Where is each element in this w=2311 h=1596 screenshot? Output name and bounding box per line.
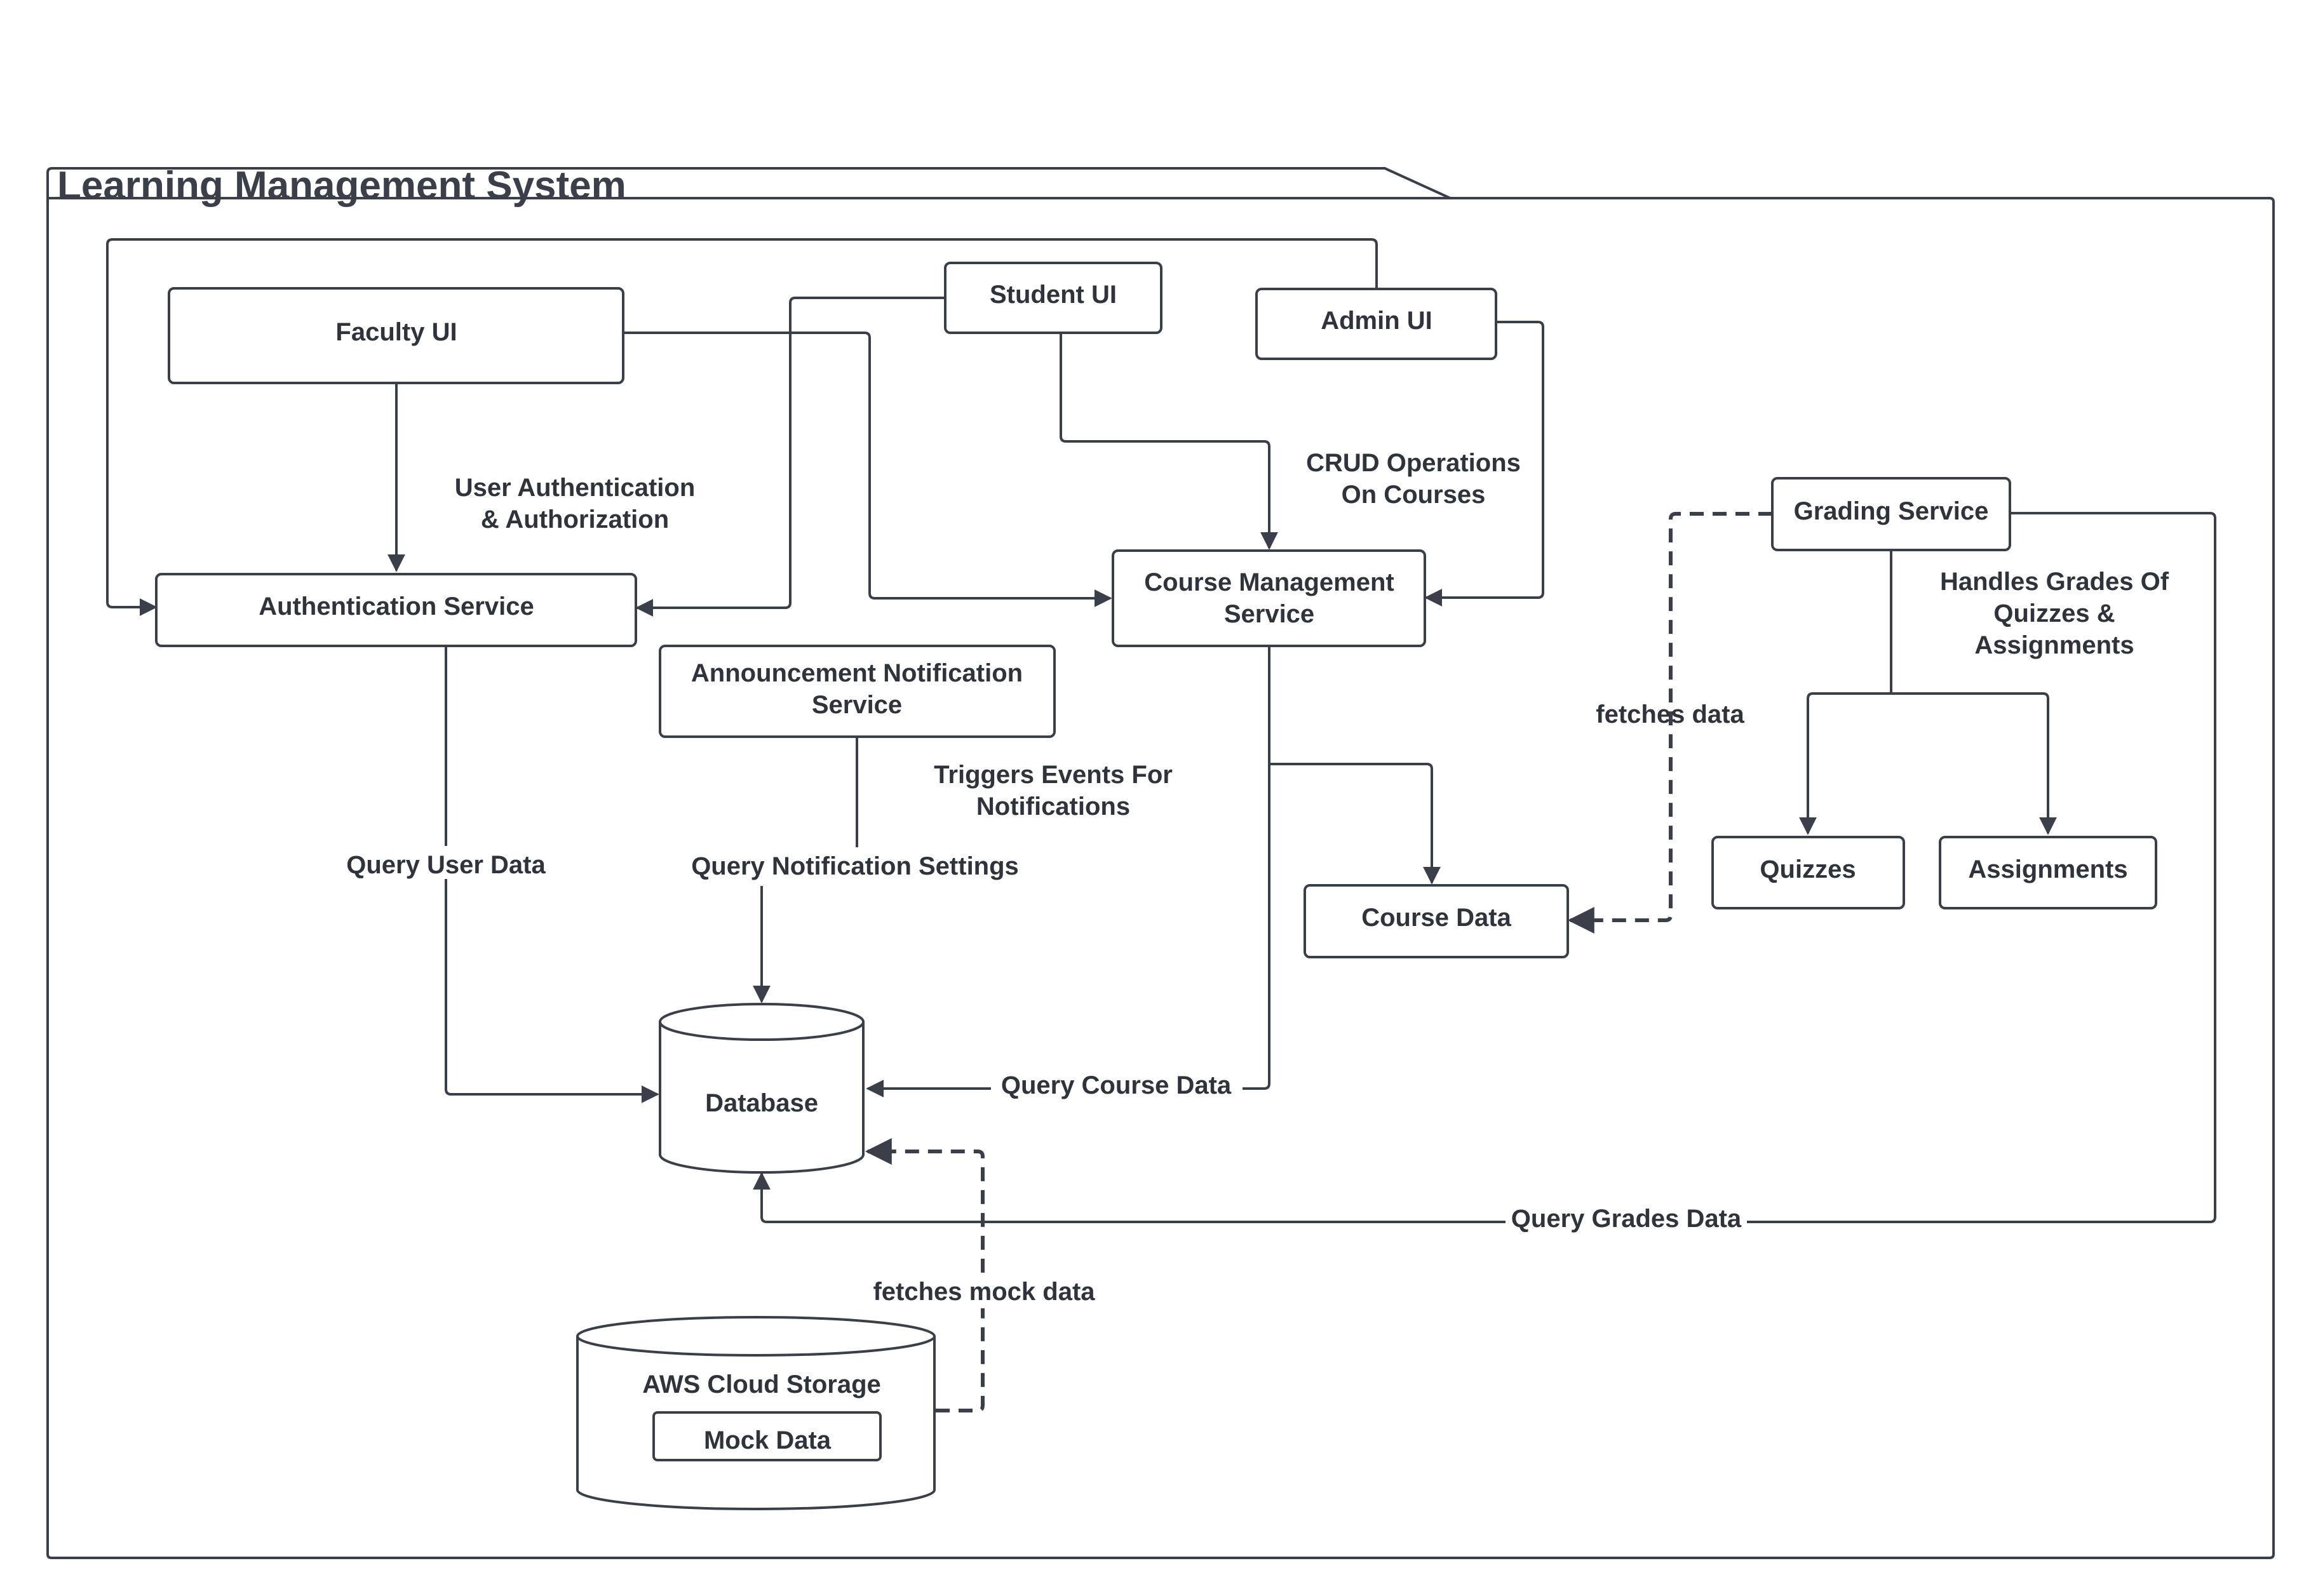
connector-student-to-course-mgmt	[1060, 333, 1278, 550]
label-handles-grades: Handles Grades Of Quizzes & Assignments	[1940, 568, 2169, 659]
connector-grading-to-assignments	[1891, 692, 2057, 835]
assignments-box[interactable]: Assignments	[1939, 836, 2157, 909]
grading-service-box[interactable]: Grading Service	[1771, 477, 2011, 551]
connector-grading-fetches-course-data	[1567, 512, 1772, 934]
authentication-service-box[interactable]: Authentication Service	[155, 573, 637, 647]
quizzes-box[interactable]: Quizzes	[1711, 836, 1905, 909]
label-user-auth: User Authentication & Authorization	[455, 474, 696, 533]
connector-auth-to-database	[445, 646, 659, 1103]
connector-course-mgmt-to-database	[866, 646, 1270, 1097]
svg-text:Query Course Data: Query Course Data	[1001, 1071, 1232, 1099]
system-title: Learning Management System	[57, 164, 626, 208]
svg-text:Course Management: Course Management	[1144, 568, 1394, 596]
label-crud-courses: CRUD Operations On Courses	[1306, 449, 1521, 509]
svg-text:Query Grades Data: Query Grades Data	[1511, 1205, 1742, 1233]
svg-text:fetches mock data: fetches mock data	[873, 1278, 1095, 1306]
connector-admin-to-course-mgmt	[1424, 321, 1544, 607]
label-query-user-data: Query User Data	[340, 846, 552, 879]
svg-text:Query Notification Settings: Query Notification Settings	[691, 852, 1019, 880]
svg-text:Grading Service: Grading Service	[1794, 497, 1989, 525]
student-ui-box[interactable]: Student UI	[944, 262, 1162, 334]
svg-text:Service: Service	[812, 691, 902, 719]
label-query-notification-settings: Query Notification Settings	[682, 847, 1028, 880]
faculty-ui-box[interactable]: Faculty UI	[168, 287, 624, 384]
connector-student-to-auth	[635, 297, 945, 617]
svg-text:Assignments: Assignments	[1968, 855, 2127, 883]
svg-text:Student UI: Student UI	[990, 281, 1117, 309]
aws-cloud-storage-cylinder[interactable]: AWS Cloud Storage Mock Data	[576, 1316, 936, 1510]
svg-text:On Courses: On Courses	[1342, 481, 1486, 509]
label-fetches-data: fetches data	[1596, 701, 1744, 728]
svg-text:Authentication Service: Authentication Service	[259, 593, 534, 620]
svg-text:Course Data: Course Data	[1361, 904, 1511, 932]
connector-grading-to-database	[753, 512, 2216, 1223]
svg-text:Query User Data: Query User Data	[346, 851, 546, 879]
svg-text:Handles Grades Of: Handles Grades Of	[1940, 568, 2169, 596]
label-query-course-data: Query Course Data	[991, 1071, 1243, 1105]
connector-aws-fetches-mock-data	[865, 1138, 985, 1412]
svg-text:Database: Database	[705, 1089, 818, 1117]
mock-data-box[interactable]: Mock Data	[652, 1411, 882, 1461]
database-cylinder[interactable]: Database	[659, 1003, 865, 1174]
svg-text:Faculty UI: Faculty UI	[335, 318, 457, 346]
svg-text:Assignments: Assignments	[1974, 631, 2134, 659]
svg-text:& Authorization: & Authorization	[481, 506, 669, 533]
svg-text:Mock Data: Mock Data	[704, 1426, 832, 1454]
course-data-box[interactable]: Course Data	[1304, 884, 1569, 958]
svg-text:Notifications: Notifications	[976, 793, 1130, 821]
svg-text:User Authentication: User Authentication	[455, 474, 696, 502]
label-query-grades-data: Query Grades Data	[1506, 1205, 1747, 1238]
course-management-service-box[interactable]: Course Management Service	[1112, 549, 1426, 647]
svg-text:CRUD Operations: CRUD Operations	[1306, 449, 1521, 477]
admin-ui-box[interactable]: Admin UI	[1255, 288, 1497, 360]
connector-grading-to-quizzes	[1799, 550, 1892, 835]
svg-text:Quizzes &: Quizzes &	[1993, 600, 2115, 627]
svg-text:Service: Service	[1224, 600, 1314, 628]
svg-text:Announcement Notification: Announcement Notification	[691, 659, 1023, 687]
label-triggers-events: Triggers Events For Notifications	[934, 761, 1173, 821]
svg-text:fetches data: fetches data	[1596, 701, 1744, 728]
announcement-notification-service-box[interactable]: Announcement Notification Service	[659, 645, 1056, 738]
svg-text:Admin UI: Admin UI	[1321, 307, 1432, 335]
svg-text:AWS Cloud Storage: AWS Cloud Storage	[642, 1371, 881, 1398]
connector-admin-to-auth	[106, 238, 1378, 616]
svg-text:Triggers Events For: Triggers Events For	[934, 761, 1173, 789]
connector-faculty-to-course-mgmt	[623, 332, 1112, 607]
connector-course-mgmt-to-course-data	[1269, 763, 1441, 885]
label-fetches-mock-data: fetches mock data	[868, 1275, 1102, 1308]
svg-text:Quizzes: Quizzes	[1760, 855, 1856, 883]
system-frame	[46, 167, 2275, 1559]
